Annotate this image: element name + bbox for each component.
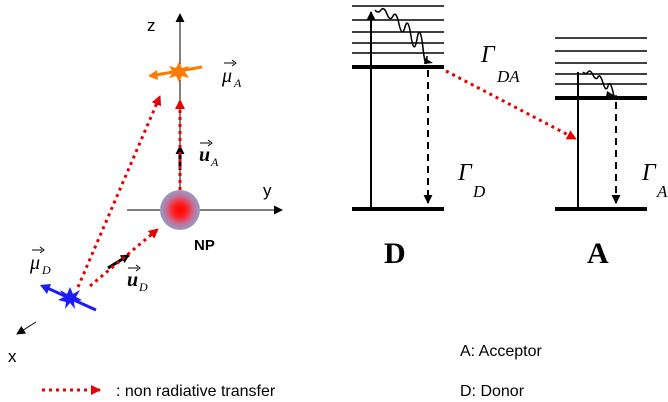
mu-A-base: μ: [221, 65, 232, 87]
mu-D-vec-head: [39, 246, 45, 254]
gamma-A-sub: A: [656, 182, 668, 201]
acceptor-dipole-head: [148, 70, 158, 80]
z-axis-label: z: [147, 16, 156, 35]
mu-A-vec-head: [231, 59, 237, 67]
donor-dipole-head: [40, 284, 51, 294]
mu-A-sub: A: [233, 76, 242, 90]
acceptor-relaxation-head: [606, 91, 615, 97]
acceptor-big-label: A: [587, 237, 609, 270]
nanoparticle: [160, 190, 200, 230]
gamma-A-base: Γ: [641, 160, 657, 186]
np-label: NP: [194, 237, 215, 254]
acceptor-levels: [555, 37, 647, 211]
gamma-D-sub: D: [472, 182, 486, 201]
energy-panel: Γ DA Γ D Γ A D A: [352, 5, 668, 270]
u-D-label: u D: [127, 264, 148, 294]
x-axis-label: x: [8, 347, 17, 366]
gamma-DA-base: Γ: [480, 42, 496, 68]
mu-D-label: μ D: [29, 246, 51, 277]
acceptor-relaxation-wiggle: [582, 70, 617, 101]
u-D-sub: D: [138, 280, 148, 294]
legend-transfer-text: : non radiative transfer: [116, 383, 276, 400]
mu-A-label: μ A: [221, 59, 242, 90]
legend-acceptor-text: A: Acceptor: [460, 343, 542, 360]
acceptor-star-icon: [169, 62, 189, 82]
u-D-vec-head: [135, 264, 141, 272]
donor-relaxation-head: [424, 58, 433, 64]
legend: : non radiative transfer A: Acceptor D: …: [42, 343, 542, 400]
donor-relaxation-wiggle: [374, 7, 428, 65]
gamma-DA-label: Γ DA: [480, 42, 520, 86]
u-D-base: u: [127, 269, 138, 291]
geometry-panel: z y x NP: [8, 13, 283, 366]
transfer-donor-to-acceptor: [76, 95, 162, 288]
gamma-D-base: Γ: [457, 160, 473, 186]
donor-star-icon: [58, 287, 82, 309]
u-A-sub: A: [210, 155, 219, 169]
u-A-vec-head: [207, 139, 213, 147]
y-axis-label: y: [263, 181, 272, 200]
donor-big-label: D: [384, 237, 406, 270]
donor-levels: [352, 5, 444, 211]
mu-D-sub: D: [41, 263, 51, 277]
u-A-base: u: [199, 144, 210, 166]
mu-D-base: μ: [29, 252, 40, 274]
gamma-DA-sub: DA: [496, 67, 520, 86]
u-A-label: u A: [199, 139, 219, 169]
gamma-A-label: Γ A: [641, 160, 668, 201]
legend-donor-text: D: Donor: [460, 383, 525, 400]
x-axis: [16, 321, 37, 335]
transfer-donor-to-np: [89, 227, 159, 288]
gamma-D-label: Γ D: [457, 160, 486, 201]
